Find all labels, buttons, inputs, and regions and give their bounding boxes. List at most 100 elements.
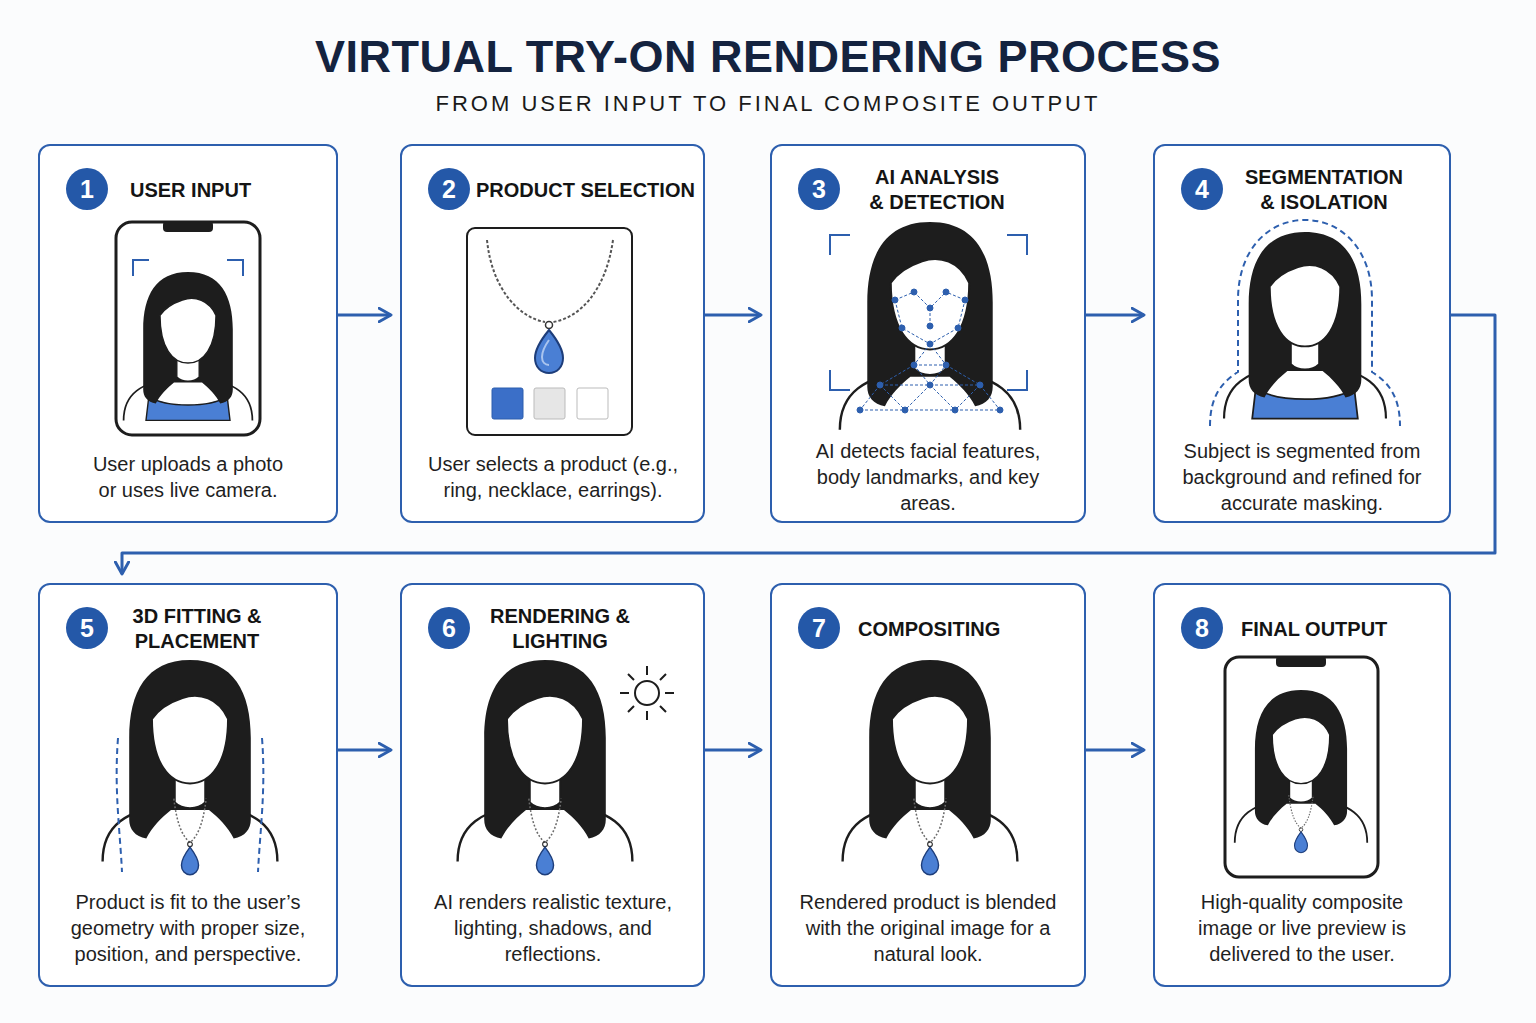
landmark-mesh <box>927 382 933 388</box>
step-box: 8FINAL OUTPUTHigh-quality composite imag… <box>1153 583 1451 987</box>
step-description: Rendered product is blended with the ori… <box>793 885 1063 971</box>
flow-arrow <box>1086 314 1144 317</box>
product-card <box>577 388 608 419</box>
segmentation-outline <box>1210 220 1400 426</box>
step-description: AI detects facial features, body landmar… <box>807 434 1049 520</box>
person-figure <box>1255 690 1347 825</box>
diagram-title: VIRTUAL TRY-ON RENDERING PROCESS <box>0 29 1536 85</box>
phone-frame <box>1225 657 1378 877</box>
segmentation-outline <box>1210 220 1400 426</box>
step-description: Subject is segmented from background and… <box>1176 434 1428 520</box>
detection-frame <box>830 235 1027 390</box>
product-card <box>487 240 545 322</box>
detection-frame <box>830 235 1027 390</box>
step-heading: PRODUCT SELECTION <box>476 167 702 213</box>
person-figure <box>1224 364 1386 419</box>
step-box: 7COMPOSITINGRendered product is blended … <box>770 583 1086 987</box>
person-figure <box>840 222 1020 430</box>
step-box: 53D FITTING & PLACEMENTProduct is fit to… <box>38 583 338 987</box>
landmark-mesh <box>857 289 1003 413</box>
person-figure <box>1224 232 1386 419</box>
landmark-mesh <box>943 362 949 368</box>
step-box: 2PRODUCT SELECTIONUser selects a product… <box>400 144 705 523</box>
product-card <box>546 322 553 329</box>
phone-frame <box>1276 656 1326 667</box>
person-figure <box>1235 798 1367 843</box>
landmark-mesh <box>895 292 965 344</box>
flow-arrow <box>338 314 391 317</box>
product-card <box>492 388 523 419</box>
person-figure <box>124 377 253 420</box>
flow-arrow <box>705 749 761 752</box>
landmark-mesh <box>911 362 917 368</box>
person-figure <box>103 660 278 875</box>
landmark-mesh <box>927 323 933 329</box>
person-figure <box>529 799 561 875</box>
person-figure <box>1252 389 1358 419</box>
product-card <box>542 340 549 365</box>
step-number: 4 <box>1181 168 1223 210</box>
step-box: 3 AI ANALYSIS & DETECTION AI detects facia… <box>770 144 1086 523</box>
step-number: 6 <box>428 607 470 649</box>
phone-frame <box>1225 656 1378 877</box>
product-card <box>553 240 613 322</box>
fitting-guides <box>117 738 264 872</box>
flow-arrow <box>122 315 1495 574</box>
diagram-subtitle: FROM USER INPUT TO FINAL COMPOSITE OUTPU… <box>0 90 1536 118</box>
sun-icon <box>635 681 659 705</box>
person-figure <box>869 660 991 839</box>
flow-arrow <box>338 749 391 752</box>
product-card <box>467 228 632 435</box>
person-figure <box>143 272 233 404</box>
person-figure <box>174 799 206 875</box>
person-figure <box>458 803 633 862</box>
person-figure <box>840 369 1020 430</box>
landmark-mesh <box>977 382 983 388</box>
step-box: 4 SEGMENTATION & ISOLATION Subject is segm… <box>1153 144 1451 523</box>
landmark-mesh <box>955 325 961 331</box>
step-heading: USER INPUT <box>130 167 330 213</box>
landmark-mesh <box>943 289 949 295</box>
person-figure <box>484 660 606 839</box>
step-number: 3 <box>798 168 840 210</box>
step-box: 1 USER INPUT User uploads a photo or uses … <box>38 144 338 523</box>
person-figure <box>124 272 253 420</box>
step-description: AI renders realistic texture, lighting, … <box>424 885 682 971</box>
step-heading: AI ANALYSIS & DETECTION <box>865 167 1009 213</box>
landmark-mesh <box>902 407 908 413</box>
step-number: 5 <box>66 607 108 649</box>
person-figure <box>458 660 633 875</box>
person-figure <box>146 397 230 421</box>
landmark-mesh <box>899 325 905 331</box>
phone-frame <box>133 260 243 276</box>
landmark-mesh <box>857 407 863 413</box>
step-description: Product is fit to the user’s geometry wi… <box>59 885 317 971</box>
phone-frame <box>116 221 260 435</box>
person-figure <box>843 660 1018 875</box>
step-number: 7 <box>798 607 840 649</box>
step-heading: SEGMENTATION & ISOLATION <box>1239 167 1409 213</box>
person-figure <box>914 799 946 875</box>
product-card <box>535 330 563 373</box>
landmark-mesh <box>892 297 898 303</box>
landmark-mesh <box>927 305 933 311</box>
flow-arrow <box>705 314 761 317</box>
person-figure <box>1235 690 1367 853</box>
product-card <box>467 228 632 435</box>
step-description: User uploads a photo or uses live camera… <box>82 434 294 520</box>
person-figure <box>843 803 1018 862</box>
step-box: 6RENDERING & LIGHTING AI renders realisti… <box>400 583 705 987</box>
landmark-mesh <box>997 407 1003 413</box>
person-figure <box>103 803 278 862</box>
step-number: 8 <box>1181 607 1223 649</box>
person-figure <box>1249 232 1362 397</box>
step-number: 1 <box>66 168 108 210</box>
landmark-mesh <box>860 344 1000 410</box>
step-heading: RENDERING & LIGHTING <box>480 606 640 652</box>
landmark-mesh <box>927 341 933 347</box>
sun-icon <box>620 666 674 720</box>
person-figure <box>129 660 251 839</box>
landmark-mesh <box>877 382 883 388</box>
person-figure <box>1289 795 1313 853</box>
